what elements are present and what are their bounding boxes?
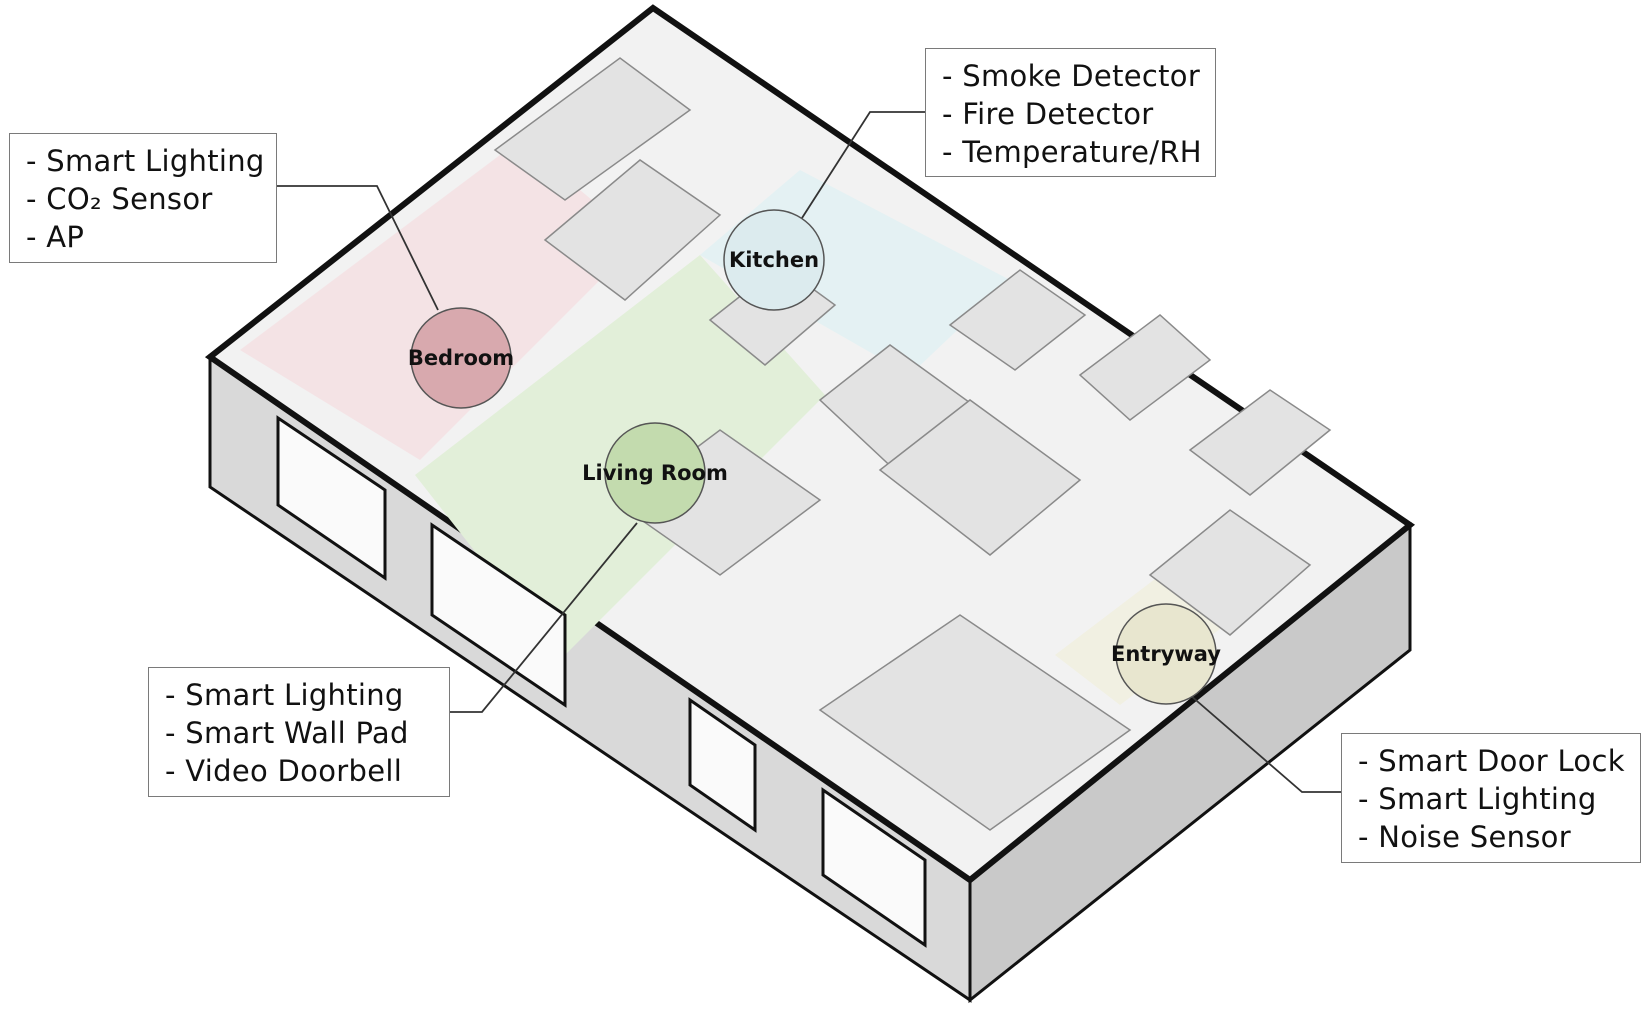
bedroom-label: Bedroom <box>407 346 515 370</box>
interior-walls <box>493 57 1332 831</box>
callout-line: - Smart Lighting <box>165 678 404 712</box>
callout-line: - Smoke Detector <box>942 59 1201 93</box>
living-room-callout: - Smart Lighting - Smart Wall Pad - Vide… <box>148 667 450 797</box>
kitchen-circle <box>723 209 825 311</box>
windows <box>276 415 927 948</box>
bedroom-leader-line <box>276 185 439 311</box>
kitchen-leader-line <box>801 111 929 219</box>
entryway-leader-line <box>1189 694 1345 793</box>
bedroom-zone <box>240 140 640 460</box>
entryway-circle <box>1115 603 1217 705</box>
entryway-label: Entryway <box>1111 642 1221 666</box>
bedroom-callout: - Smart Lighting - CO₂ Sensor - AP <box>9 133 277 263</box>
callout-line: - AP <box>26 220 85 254</box>
leader-lines <box>276 111 1345 793</box>
callout-line: - Smart Lighting <box>26 144 265 178</box>
living-room-label: Living Room <box>582 461 728 485</box>
callout-line: - Smart Lighting <box>1358 782 1597 816</box>
entryway-callout: - Smart Door Lock - Smart Lighting - Noi… <box>1341 733 1641 863</box>
callout-line: - Video Doorbell <box>165 754 403 788</box>
callout-line: - Smart Wall Pad <box>165 716 409 750</box>
callout-line: - Noise Sensor <box>1358 820 1571 854</box>
callout-line: - CO₂ Sensor <box>26 182 213 216</box>
callout-line: - Fire Detector <box>942 97 1154 131</box>
callout-line: - Temperature/RH <box>942 135 1202 169</box>
kitchen-label: Kitchen <box>728 248 820 272</box>
callout-line: - Smart Door Lock <box>1358 744 1625 778</box>
living-room-leader-line <box>448 522 638 713</box>
kitchen-callout: - Smoke Detector - Fire Detector - Tempe… <box>925 48 1216 177</box>
bedroom-circle <box>410 307 512 409</box>
living-room-circle <box>604 422 706 524</box>
